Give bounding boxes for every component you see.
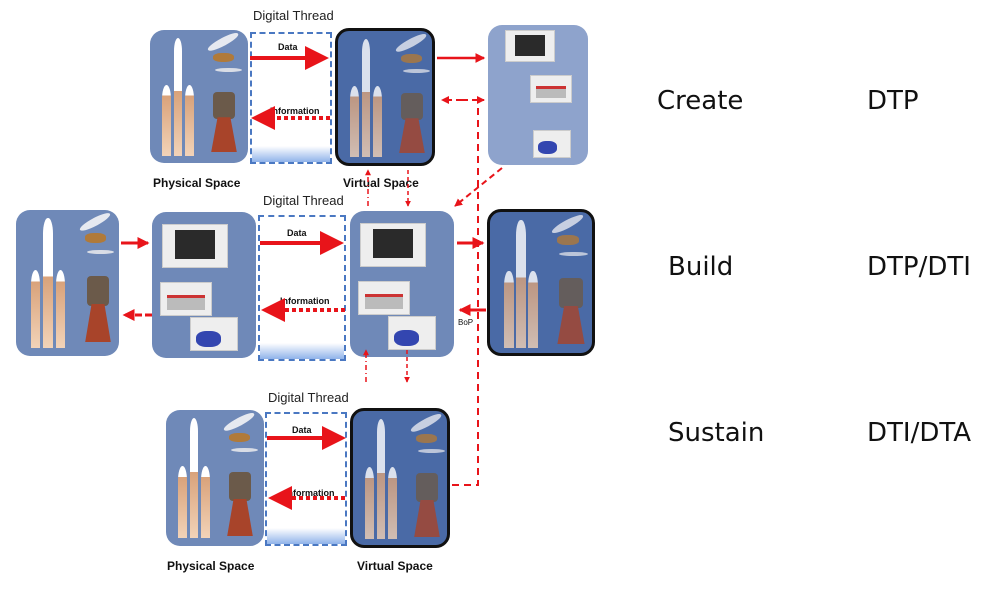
satellite-image [202, 30, 244, 80]
virtual-space-label-create: Virtual Space [343, 176, 419, 190]
engine-image [224, 472, 256, 536]
engine-image [208, 92, 240, 152]
stage-sustain-code: DTI/DTA [867, 418, 971, 448]
virtual-space-box-sustain [350, 408, 450, 548]
mill-image [530, 75, 572, 103]
information-label-sustain: Information [285, 488, 335, 498]
robot-image [388, 316, 436, 350]
digital-thread-title-create: Digital Thread [253, 8, 334, 23]
physical-space-box-sustain [166, 410, 264, 546]
mill-image [358, 281, 410, 315]
data-label-sustain: Data [292, 425, 312, 435]
virtual-space-box-create [335, 28, 435, 166]
satellite-image [390, 31, 432, 81]
engine-image [82, 276, 114, 342]
satellite-image [218, 410, 260, 460]
data-label-create: Data [278, 42, 298, 52]
stage-build-code: DTP/DTI [867, 252, 971, 282]
satellite-image [546, 212, 590, 264]
bop-label: BoP [458, 318, 474, 327]
physical-factory-box-build [152, 212, 256, 358]
physical-space-box-create [150, 30, 248, 163]
stage-sustain-label: Sustain [668, 418, 765, 448]
information-label-create: Information [270, 106, 320, 116]
physical-space-label-sustain: Physical Space [167, 559, 255, 573]
robot-image [533, 130, 571, 158]
product-box-build [16, 210, 119, 356]
rocket-image [498, 220, 544, 348]
information-label-build: Information [280, 296, 330, 306]
rocket-image [156, 38, 200, 156]
rocket-image [24, 218, 72, 348]
data-label-build: Data [287, 228, 307, 238]
robot-image [190, 317, 238, 351]
engine-image [411, 473, 443, 537]
physical-space-label-create: Physical Space [153, 176, 241, 190]
satellite-image [74, 210, 116, 262]
stage-create-code: DTP [867, 86, 919, 116]
rocket-image [344, 39, 388, 157]
rocket-image [359, 419, 403, 539]
stage-build-label: Build [668, 252, 734, 282]
printer-image [360, 223, 426, 267]
virtual-product-box-build [487, 209, 595, 356]
digital-thread-title-sustain: Digital Thread [268, 390, 349, 405]
virtual-space-label-sustain: Virtual Space [357, 559, 433, 573]
printer-image [162, 224, 228, 268]
printer-image [505, 30, 555, 62]
engine-image [554, 278, 588, 344]
sustain-feedback-line [452, 100, 479, 486]
mill-image [160, 282, 212, 316]
satellite-image [405, 411, 447, 461]
virtual-factory-box-build [350, 211, 454, 357]
digital-thread-title-build: Digital Thread [263, 193, 344, 208]
engine-image [396, 93, 428, 153]
stage-create-label: Create [657, 86, 744, 116]
rocket-image [172, 418, 216, 538]
manufacturing-data-box [488, 25, 588, 165]
